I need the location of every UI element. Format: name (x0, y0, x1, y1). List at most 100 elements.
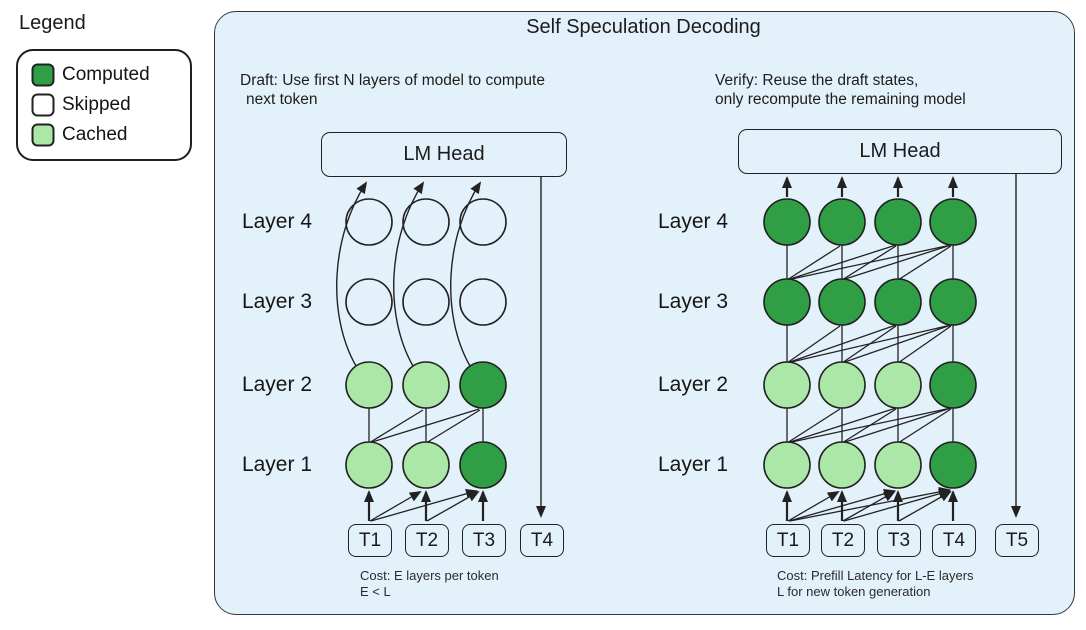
skipped-swatch-icon (31, 93, 55, 117)
node-cached (763, 361, 811, 409)
verify-lm-head: LM Head (738, 129, 1062, 174)
skip-curve (336, 181, 368, 367)
node-cached (402, 361, 450, 409)
node-skipped (402, 198, 450, 246)
cached-swatch-icon (31, 123, 55, 147)
token-arrow (843, 488, 951, 522)
legend-label: Computed (62, 64, 150, 85)
draft-layer1-layer2-edges (368, 408, 484, 444)
draft-note-line1: Draft: Use first N layers of model to co… (240, 72, 545, 89)
node-computed (459, 361, 507, 409)
node-cached (874, 361, 922, 409)
legend-title: Legend (19, 12, 86, 34)
verify-token-t3: T3 (877, 524, 921, 557)
edge (841, 324, 952, 364)
skip-curve (393, 181, 425, 367)
edge (897, 245, 952, 281)
skip-curve (450, 181, 482, 367)
draft-nodes (345, 198, 507, 489)
node-cached (818, 361, 866, 409)
edge (841, 407, 952, 444)
node-computed (929, 198, 977, 246)
verify-token-t1: T1 (766, 524, 810, 557)
token-arrow (898, 491, 952, 522)
node-computed (818, 278, 866, 326)
verify-layer3-layer4-edges (786, 244, 954, 281)
draft-token-edges (364, 488, 488, 522)
token-arrow (426, 491, 480, 522)
node-computed (763, 198, 811, 246)
draft-layer3-label: Layer 3 (241, 290, 312, 313)
self-speculation-panel (214, 11, 1075, 615)
verify-note-line1: Verify: Reuse the draft states, (715, 72, 919, 89)
draft-token-t1: T1 (348, 524, 392, 557)
edge (841, 408, 897, 444)
legend-label: Cached (62, 124, 128, 145)
draft-cost-line1: Cost: E layers per token (360, 568, 499, 583)
edge (786, 245, 841, 281)
node-cached (818, 441, 866, 489)
draft-layer1-label: Layer 1 (241, 453, 312, 476)
edge (786, 244, 897, 281)
edge (425, 409, 481, 444)
edge (786, 407, 897, 444)
legend-item-computed: Computed (31, 63, 190, 87)
computed-swatch-icon (31, 63, 55, 87)
token-arrow (788, 488, 896, 522)
token-arrow (370, 488, 478, 522)
verify-layer1-layer2-edges (786, 407, 954, 444)
page-title: Self Speculation Decoding (526, 16, 761, 38)
node-skipped (402, 278, 450, 326)
edge (786, 408, 841, 444)
verify-layer1-label: Layer 1 (658, 453, 729, 476)
node-cached (345, 361, 393, 409)
verify-token-edges (782, 487, 958, 522)
node-computed (763, 278, 811, 326)
edge (368, 409, 424, 444)
verify-token-t5: T5 (995, 524, 1039, 557)
draft-token-t4: T4 (520, 524, 564, 557)
verify-layer2-layer3-edges (786, 324, 954, 364)
edge (841, 244, 952, 281)
verify-layer4-lmhead-arrows (782, 176, 958, 197)
draft-token-t3: T3 (462, 524, 506, 557)
node-cached (763, 441, 811, 489)
verify-cost-line1: Cost: Prefill Latency for L-E layers (777, 568, 974, 583)
verify-layer4-label: Layer 4 (658, 210, 729, 233)
verify-token-t4: T4 (932, 524, 976, 557)
node-computed (459, 441, 507, 489)
node-computed (818, 198, 866, 246)
node-cached (402, 441, 450, 489)
node-computed (929, 361, 977, 409)
draft-layer4-label: Layer 4 (241, 210, 312, 233)
node-computed (874, 198, 922, 246)
draft-skip-curves (336, 181, 482, 367)
legend-label: Skipped (62, 94, 131, 115)
edge (786, 325, 841, 364)
node-skipped (345, 198, 393, 246)
edge (897, 408, 952, 444)
legend-item-skipped: Skipped (31, 93, 190, 117)
node-skipped (345, 278, 393, 326)
node-cached (345, 441, 393, 489)
verify-layer3-label: Layer 3 (658, 290, 729, 313)
legend-item-cached: Cached (31, 123, 190, 147)
edge (897, 325, 952, 364)
draft-cost-line2: E < L (360, 584, 391, 599)
edge (841, 245, 897, 281)
token-arrow (787, 490, 840, 522)
edge (841, 325, 897, 364)
draft-token-t2: T2 (405, 524, 449, 557)
edge (786, 324, 897, 364)
draft-note-line2: next token (246, 91, 318, 108)
node-computed (874, 278, 922, 326)
draft-layer2-label: Layer 2 (241, 373, 312, 396)
node-computed (929, 278, 977, 326)
node-computed (929, 441, 977, 489)
draft-lm-head: LM Head (321, 132, 567, 177)
verify-cost-line2: L for new token generation (777, 584, 931, 599)
node-cached (874, 441, 922, 489)
node-skipped (459, 198, 507, 246)
node-skipped (459, 278, 507, 326)
